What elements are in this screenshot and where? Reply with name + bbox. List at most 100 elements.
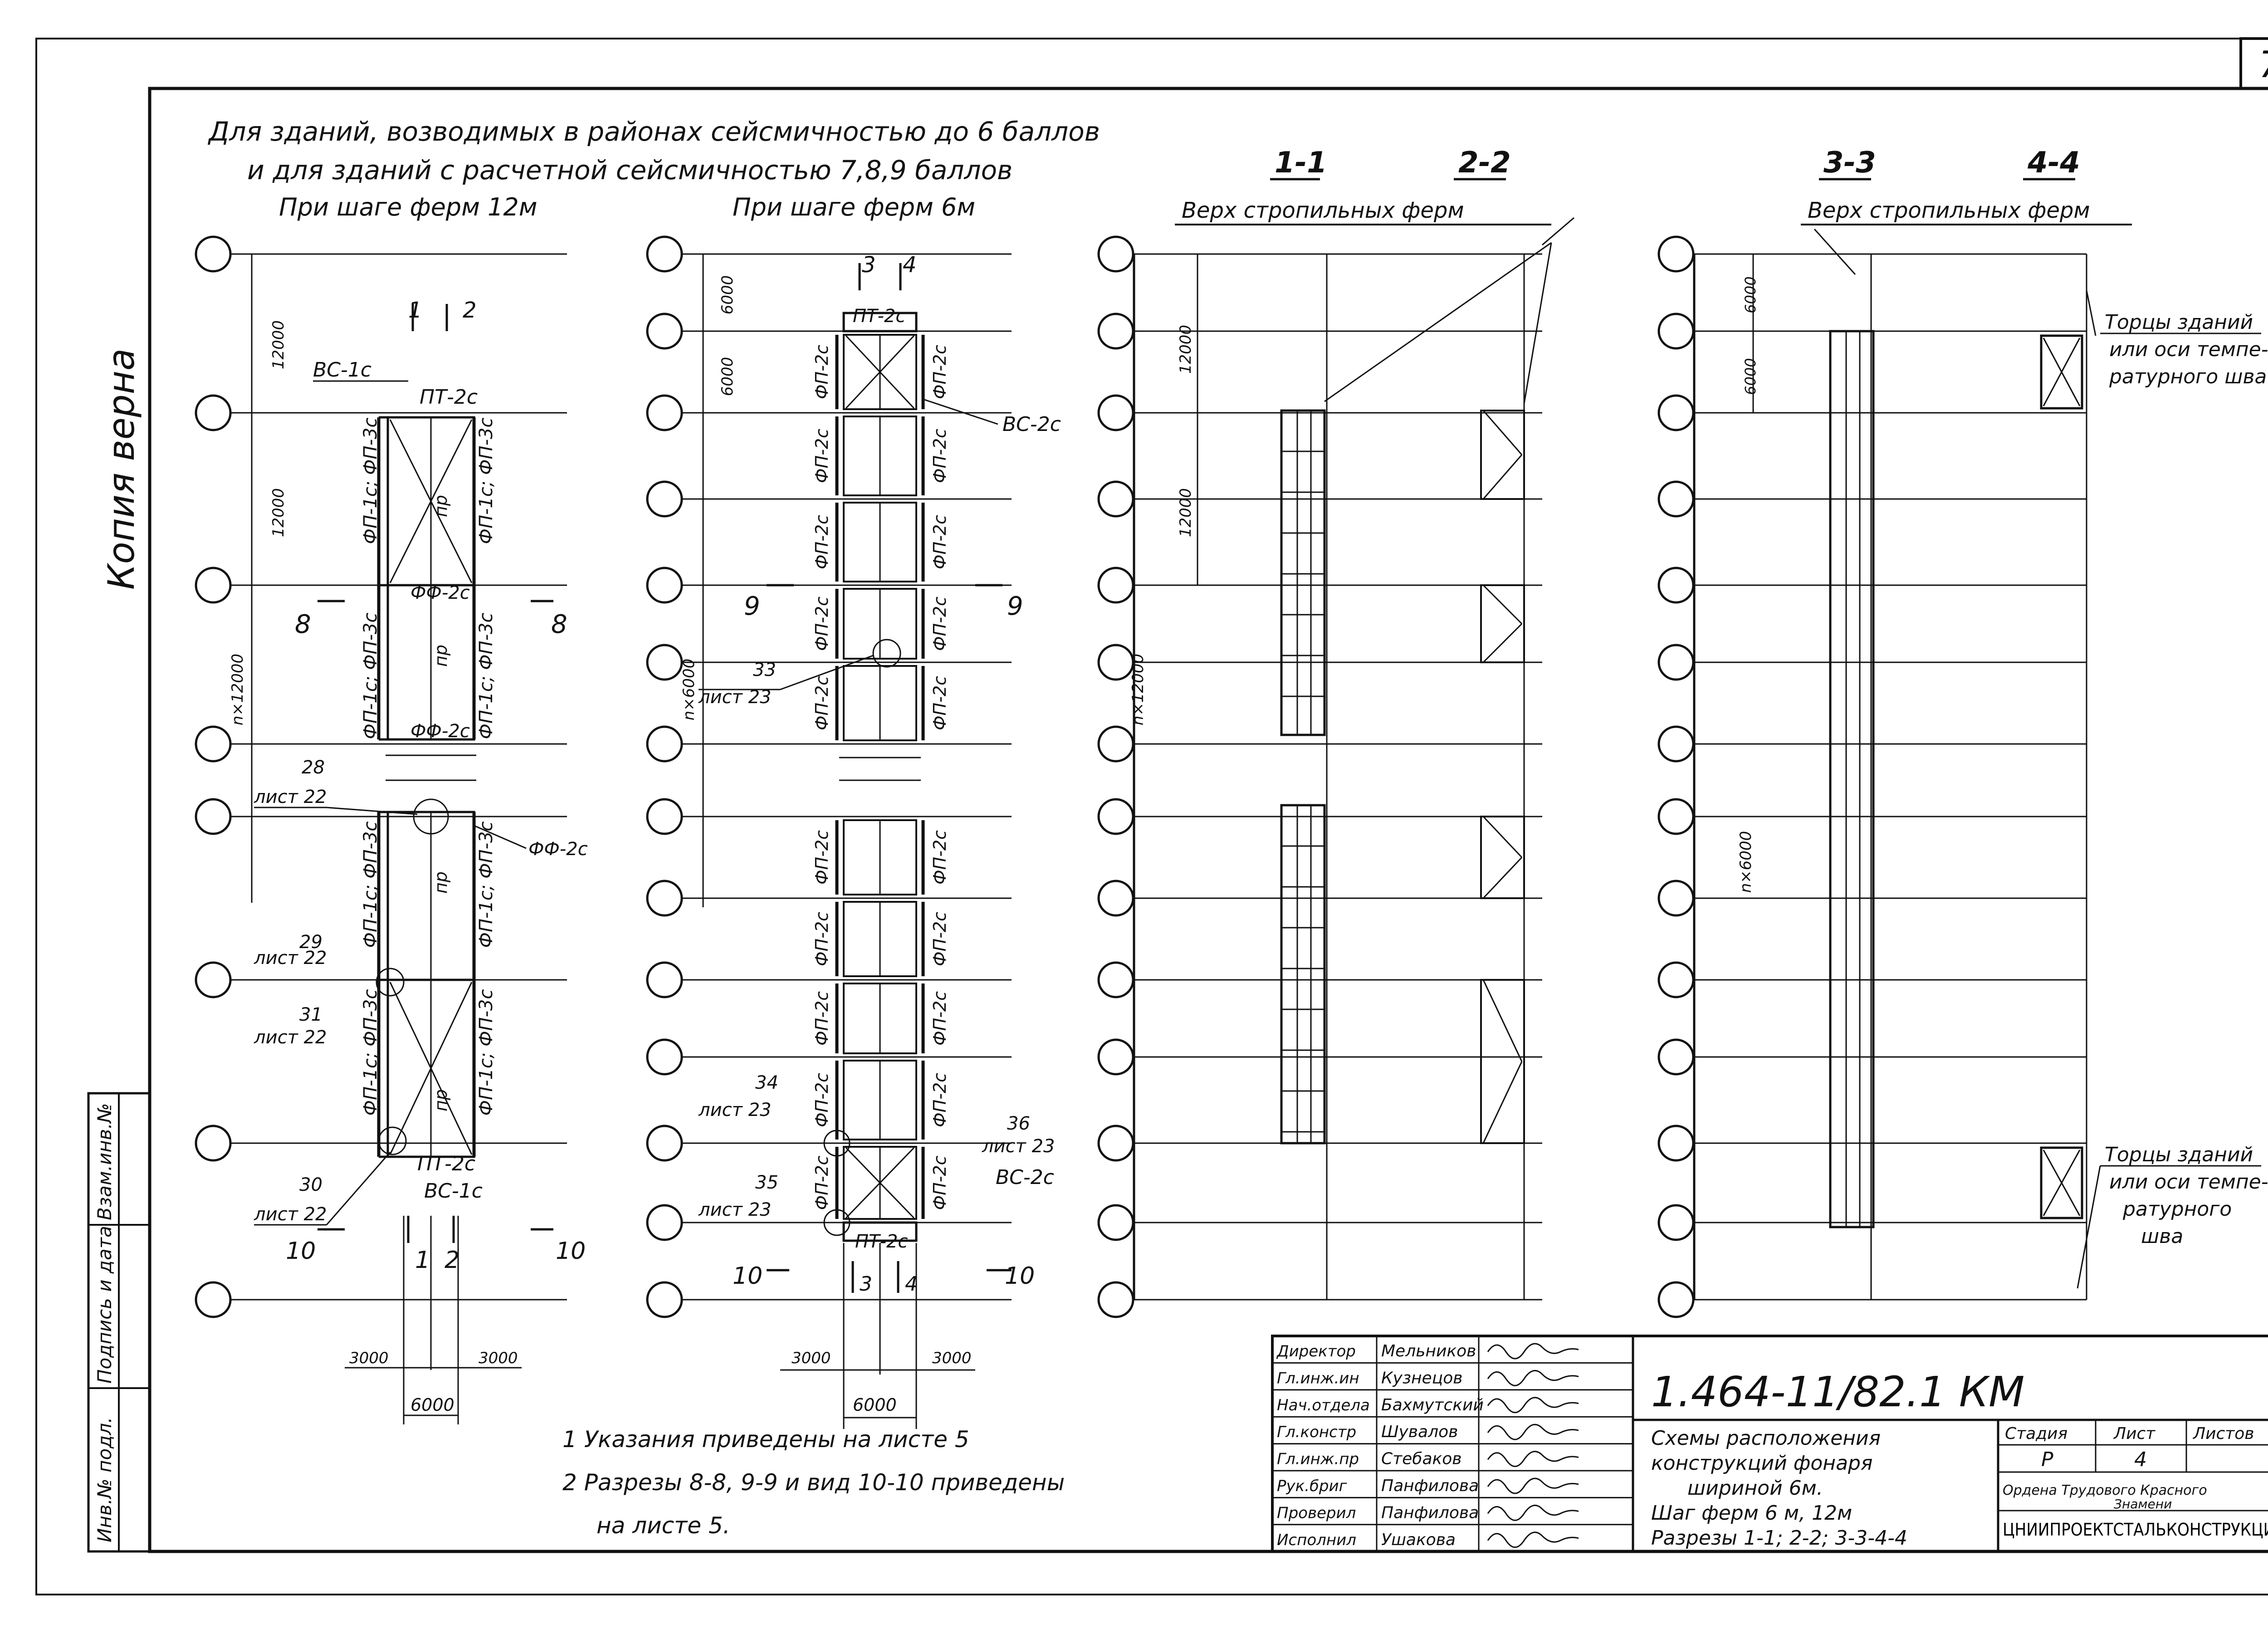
title-block-name: Стебаков [1381, 1450, 1462, 1468]
label-fp-2c: ФП-2с [812, 991, 832, 1046]
title-block-role: Рук.бриг [1277, 1477, 1348, 1495]
signature [1487, 1397, 1579, 1414]
section-4-4-title: 4-4 [2027, 146, 2080, 180]
title-block-name: Панфилова [1381, 1477, 1479, 1495]
cut-marker-3: 3 [862, 252, 876, 278]
ends-label-b-3: ратурного [2122, 1198, 2232, 1221]
sheets-label: Листов [2192, 1424, 2254, 1443]
cut-marker-1: 1 [408, 298, 422, 323]
label-fp-2c: ФП-2с [930, 1073, 950, 1127]
detail-sheet-22: лист 22 [254, 1027, 327, 1048]
axis-bubble [1657, 798, 1695, 835]
header: Для зданий, возводимых в районах сейсмич… [207, 116, 1100, 221]
header-line1: Для зданий, возводимых в районах сейсмич… [207, 116, 1100, 147]
label-vs-1c: ВС-1с [424, 1179, 483, 1203]
axis-bubble [646, 235, 683, 273]
section-headings: 1-1 2-2 Верх стропильных ферм 3-3 4-4 Ве… [1175, 146, 2268, 1248]
cut-10-right: 10 [1005, 1262, 1035, 1290]
label-pt-2c: ПТ-2с [417, 1152, 475, 1175]
label-fp-2c: ФП-2с [930, 597, 950, 651]
cut-10-left: 10 [286, 1238, 316, 1265]
axis-bubble [646, 480, 683, 518]
dimension-3000: 3000 [479, 1349, 518, 1367]
axis-bubble [1657, 961, 1695, 998]
label-fp-2c: ФП-2с [812, 1155, 832, 1210]
label-fp-2c: ФП-2с [930, 515, 950, 569]
bracing-frame [1480, 584, 1525, 663]
label-pr: пр [431, 871, 451, 894]
axis-bubble [195, 235, 232, 273]
label-fp-1c-3c: ФП-1с; ФП-3с [360, 418, 381, 544]
title-block-role: Директор [1276, 1342, 1356, 1360]
label-fp-2c: ФП-2с [930, 345, 950, 399]
detail-sheet-23: лист 23 [698, 1100, 771, 1120]
label-ff-2c: ФФ-2с [411, 582, 470, 603]
signature [1487, 1424, 1579, 1440]
axis-bubble [1657, 644, 1695, 681]
cut-9-right: 9 [1007, 592, 1023, 621]
section-1-1-title: 1-1 [1275, 146, 1327, 180]
label-pr: пр [431, 645, 451, 667]
detail-ref-30: 30 [299, 1174, 323, 1195]
brace [1482, 454, 1523, 499]
lantern-frame [1280, 409, 1326, 736]
leader [326, 807, 418, 815]
label-pt-2c: ПТ-2с [855, 1231, 908, 1252]
ends-label-b-2: или оси темпе- [2109, 1170, 2268, 1194]
ends-label-a-1: Торцы зданий [2105, 311, 2253, 334]
ends-label-a-2: или оси темпе- [2109, 338, 2268, 361]
axis-bubble [646, 961, 683, 998]
dimension-n-12000: n×12000 [229, 654, 247, 725]
label-fp-2c: ФП-2с [930, 991, 950, 1046]
title-block-name: Шувалов [1381, 1423, 1458, 1441]
title-block-name: Кузнецов [1381, 1369, 1462, 1387]
axis-bubble [1657, 567, 1695, 604]
stage-value: Р [2041, 1448, 2053, 1471]
axis-bubble [1657, 394, 1695, 431]
signature [1487, 1477, 1579, 1494]
dimension-12000: 12000 [269, 488, 288, 537]
axis-bubble [646, 1038, 683, 1076]
title-block-name: Бахмутский [1381, 1396, 1484, 1414]
cut-9-left: 9 [744, 592, 760, 621]
title-line-5: Разрезы 1-1; 2-2; 3-3-4-4 [1651, 1526, 1907, 1550]
dimension-12000: 12000 [1177, 325, 1195, 374]
signature [1487, 1370, 1579, 1386]
brace [1482, 584, 1523, 625]
dimension-6000: 6000 [1742, 358, 1759, 395]
cut-marker-4: 4 [905, 1272, 918, 1296]
end-bracing [2040, 1146, 2083, 1219]
detail-circle [823, 1130, 850, 1157]
top-trusses-label-a: Верх стропильных ферм [1182, 198, 1464, 223]
detail-ref-33: 33 [753, 660, 776, 680]
dimension-3000: 3000 [932, 1349, 972, 1367]
axis-bubble [1097, 1125, 1134, 1162]
detail-sheet-22: лист 22 [254, 1204, 327, 1225]
label-fp-2c: ФП-2с [930, 1155, 950, 1210]
notes: 1 Указания приведены на листе 5 2 Разрез… [562, 1426, 1065, 1539]
signature [1487, 1451, 1579, 1468]
title-block-role: Гл.инж.ин [1277, 1369, 1359, 1387]
detail-ref-28: 28 [302, 757, 325, 778]
dimension-n-12000: n×12000 [1129, 654, 1147, 725]
axis-bubble [1097, 1038, 1134, 1076]
title-block-role: Гл.констр [1277, 1423, 1356, 1441]
sheet-number: 7 [2259, 44, 2268, 86]
dimension-12000: 12000 [1177, 488, 1195, 537]
org-line-3: ЦНИИПРОЕКТСТАЛЬКОНСТРУКЦИЯ [2003, 1520, 2268, 1540]
left-stamp: Взам.инв.№ Подпись и дата Инв.№ подл. [87, 1092, 151, 1553]
axis-bubble [646, 1125, 683, 1162]
brace [845, 335, 915, 409]
brace [1482, 410, 1523, 455]
detail-ref-31: 31 [299, 1004, 323, 1025]
detail-sheet-23: лист 23 [698, 1199, 771, 1220]
label-fp-2c: ФП-2с [812, 345, 832, 399]
note-3: на листе 5. [596, 1512, 730, 1539]
detail-sheet-22: лист 22 [254, 948, 327, 969]
dimension-12000: 12000 [269, 320, 288, 369]
label-fp-1c-3c: ФП-1с; ФП-3с [360, 613, 381, 739]
detail-circle [376, 968, 405, 997]
label-vs-2c: ВС-2с [1002, 413, 1061, 436]
